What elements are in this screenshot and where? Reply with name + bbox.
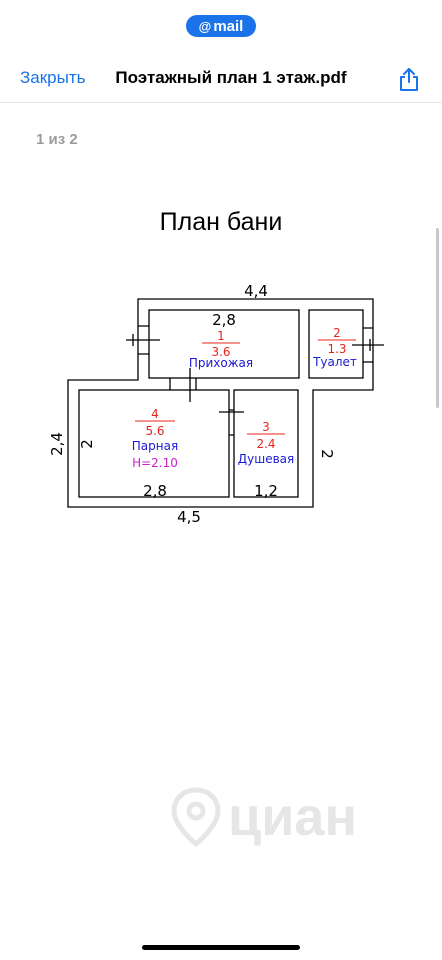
dim-left: 2,4 bbox=[48, 432, 66, 456]
document-title: Поэтажный план 1 этаж.pdf bbox=[115, 68, 347, 87]
mail-badge: @ mail bbox=[186, 15, 256, 37]
room-3-number: 3 bbox=[262, 420, 270, 434]
room-2-area: 1.3 bbox=[327, 342, 346, 356]
mail-badge-label: mail bbox=[213, 17, 244, 35]
room-4-name: Парная bbox=[132, 439, 178, 453]
room-2-name: Туалет bbox=[312, 355, 357, 369]
room-4-area: 5.6 bbox=[145, 424, 164, 438]
dim-shower-width: 1,2 bbox=[254, 482, 278, 500]
room-4-height: H=2.10 bbox=[132, 456, 178, 470]
dim-hall-width: 2,8 bbox=[212, 311, 236, 329]
dim-top: 4,4 bbox=[244, 282, 268, 300]
dim-steam-width: 2,8 bbox=[143, 482, 167, 500]
room-3-area: 2.4 bbox=[256, 437, 275, 451]
scrollbar[interactable] bbox=[436, 228, 439, 408]
navigation-bar: Закрыть Поэтажный план 1 этаж.pdf bbox=[0, 58, 442, 103]
room-2-number: 2 bbox=[333, 326, 341, 340]
at-icon: @ bbox=[198, 18, 212, 34]
watermark-text: циан bbox=[228, 787, 358, 847]
share-icon[interactable] bbox=[398, 66, 420, 92]
room-1-number: 1 bbox=[217, 329, 225, 343]
dim-steam-height: 2 bbox=[78, 439, 96, 449]
room-1-name: Прихожая bbox=[189, 356, 253, 370]
room-3-name: Душевая bbox=[238, 452, 294, 466]
close-button[interactable]: Закрыть bbox=[20, 68, 86, 87]
watermark: циан bbox=[170, 772, 390, 862]
floor-plan-walls bbox=[67, 298, 384, 508]
room-4-number: 4 bbox=[151, 407, 159, 421]
watermark-logo-icon bbox=[171, 787, 221, 848]
dim-right: 2 bbox=[318, 449, 336, 459]
plan-title: План бани bbox=[159, 208, 283, 236]
home-indicator[interactable] bbox=[142, 945, 300, 950]
floor-plan: 4,4 2,8 4,5 2,8 1,2 2,4 2 2 1 3.6 Прихож… bbox=[48, 282, 384, 526]
dim-bottom: 4,5 bbox=[177, 508, 201, 526]
page-counter: 1 из 2 bbox=[36, 131, 78, 148]
room-1-area: 3.6 bbox=[211, 345, 230, 359]
